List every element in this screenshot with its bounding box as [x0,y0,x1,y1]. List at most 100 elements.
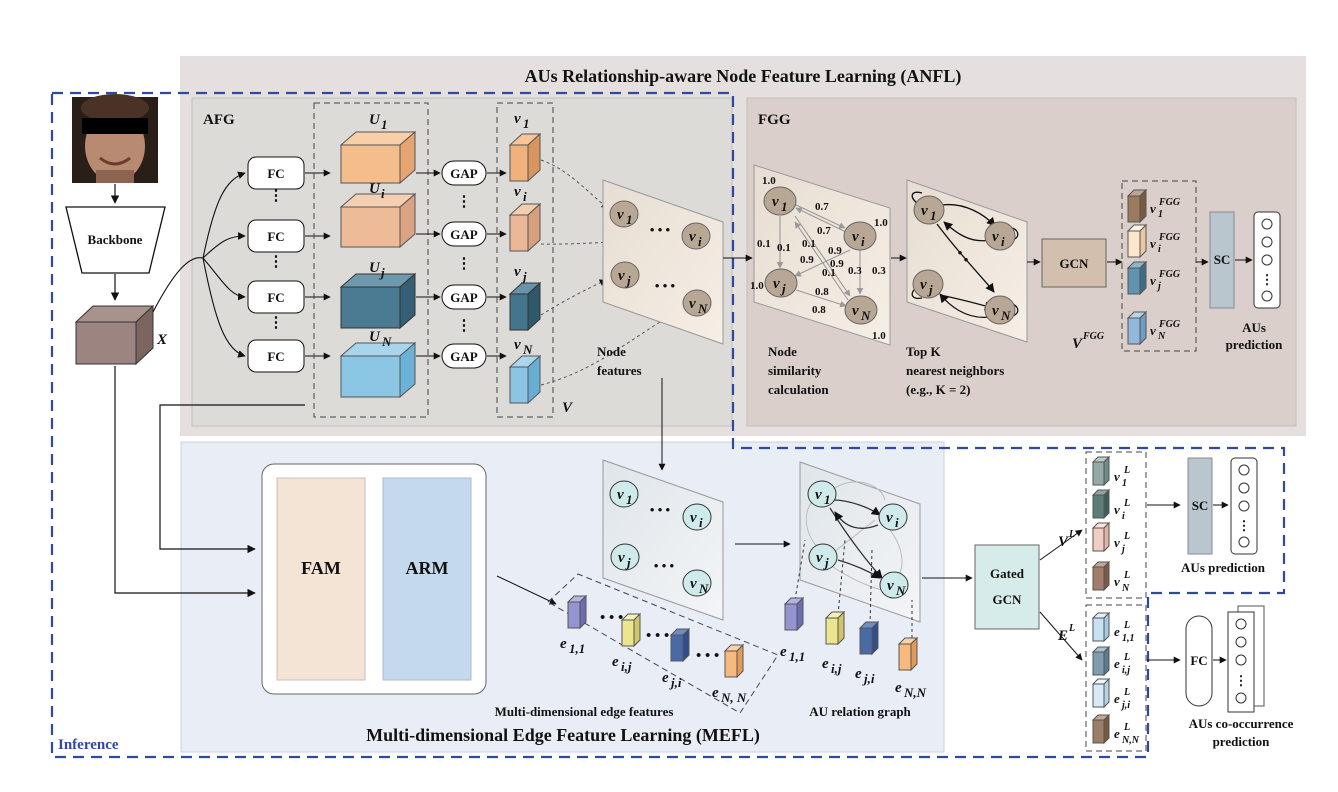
svg-text:L: L [1123,652,1130,663]
au-prediction-mefl-label: AUs prediction [1181,560,1266,575]
svg-text:GCN: GCN [1060,256,1090,271]
svg-text:v: v [1114,502,1120,517]
svg-text:1: 1 [523,116,530,131]
svg-text:v: v [992,229,999,245]
svg-text:N: N [698,581,709,596]
el-vectors [1091,611,1111,745]
svg-text:e: e [712,685,719,701]
svg-text:v: v [1150,201,1156,216]
svg-text:FGG: FGG [1082,331,1105,342]
svg-text:L: L [1123,465,1130,476]
svg-text:0.3: 0.3 [872,265,886,277]
svg-text:j,i: j,i [862,671,875,686]
svg-text:0.7: 0.7 [817,225,831,237]
svg-text:e: e [1114,726,1120,741]
fc-blocks: FC FC FC FC ⋮ ⋮ ⋮ [247,156,305,373]
au-output-fgg: ⋮ [1253,211,1281,309]
svg-text:v: v [887,578,894,594]
similarity-edges [776,202,864,308]
svg-text:⋮: ⋮ [457,256,472,272]
svg-text:j: j [927,282,933,297]
backbone-block [65,206,166,274]
svg-text:SC: SC [1192,498,1209,513]
svg-text:e: e [1114,624,1120,639]
svg-text:v: v [689,296,696,312]
au-graph-edge-vectors [783,596,919,672]
svg-text:j,i: j,i [1120,700,1130,711]
svg-text:⋮: ⋮ [1261,272,1274,287]
svg-text:1: 1 [1158,209,1163,220]
svg-text:FGG: FGG [1158,197,1181,208]
svg-text:j: j [625,555,631,570]
svg-text:v: v [1150,236,1156,251]
node-feature-nodes: • • • • • • [609,200,712,317]
svg-text:j: j [625,273,631,288]
svg-text:0.7: 0.7 [815,201,829,213]
svg-text:1: 1 [626,212,633,227]
v-set-label: V [562,400,574,416]
svg-text:ARM: ARM [406,558,449,578]
svg-text:nearest neighbors: nearest neighbors [906,363,1004,378]
svg-text:⋮: ⋮ [269,315,284,331]
svg-text:N,N: N,N [1121,735,1140,746]
au-relation-graph-caption: AU relation graph [809,704,911,719]
u-group-box [313,102,429,418]
svg-text:i: i [1158,244,1161,255]
similarity-weights: 1.0 0.7 1.0 0.7 0.1 0.1 0.1 0.9 0.9 0.9 … [750,175,888,342]
svg-text:N: N [1157,331,1166,342]
svg-text:N,N: N,N [903,685,927,700]
fgg-title: FGG [758,112,791,128]
svg-text:0.9: 0.9 [830,258,844,270]
svg-text:GAP: GAP [450,166,478,181]
svg-text:j: j [521,269,527,284]
svg-text:GAP: GAP [450,349,478,364]
sc-block-mefl [1187,457,1213,555]
svg-text:FC: FC [1190,653,1207,668]
svg-text:(e.g., K = 2): (e.g., K = 2) [906,382,970,397]
svg-text:v: v [690,510,697,526]
topk-caption: Top K [906,344,941,359]
gap-blocks: GAP GAP GAP GAP ⋮ ⋮ ⋮ [441,160,487,369]
svg-text:e: e [1114,691,1120,706]
svg-text:v: v [514,264,521,280]
svg-text:• • •: • • • [654,558,675,573]
svg-text:0.1: 0.1 [822,267,836,279]
gated-gcn-block [974,544,1040,630]
svg-text:1: 1 [626,492,633,507]
svg-text:i: i [895,515,899,530]
svg-text:i: i [1122,511,1125,522]
svg-text:0.9: 0.9 [828,245,842,257]
svg-text:1.0: 1.0 [750,280,764,292]
svg-text:L: L [1123,620,1130,631]
svg-text:N: N [1121,583,1130,594]
svg-text:• • •: • • • [650,502,671,517]
svg-text:features: features [597,363,642,378]
svg-text:FC: FC [267,229,284,244]
v-node-vectors [508,132,542,405]
svg-text:0.1: 0.1 [757,238,771,250]
svg-text:N, N: N, N [720,690,747,705]
svg-text:• • •: • • • [655,278,676,293]
svg-text:N: N [522,342,533,357]
svg-text:v: v [617,207,624,223]
svg-text:v: v [992,303,999,319]
svg-text:similarity: similarity [768,363,822,378]
svg-text:L: L [1123,498,1130,509]
vl-group-box [1085,451,1147,599]
svg-text:0.3: 0.3 [848,265,862,277]
svg-text:i: i [861,234,865,249]
svg-text:v: v [816,550,823,566]
svg-text:GAP: GAP [450,227,478,242]
v-group-box [496,102,554,418]
svg-text:v: v [618,550,625,566]
mefl-title: Multi-dimensional Edge Feature Learning … [366,725,760,746]
svg-text:U: U [369,260,381,276]
svg-text:0.1: 0.1 [802,238,816,250]
